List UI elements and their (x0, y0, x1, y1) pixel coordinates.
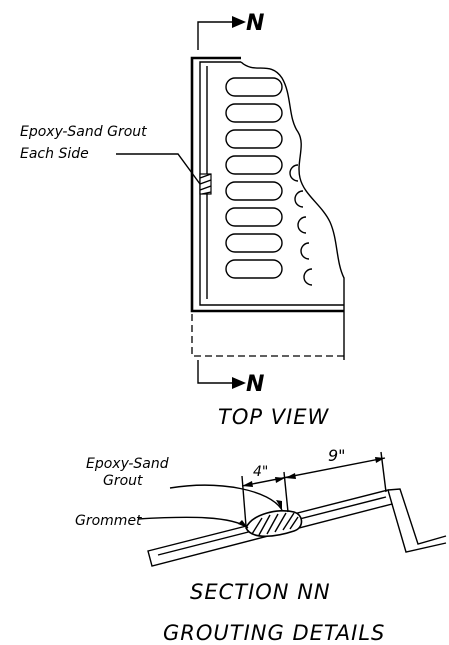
section-label-bottom: N (246, 372, 264, 397)
grommet-label: Grommet (75, 513, 142, 529)
section-grout-line1: Epoxy-Sand (86, 456, 169, 472)
grout-leader (116, 153, 201, 185)
section-label-top: N (246, 11, 264, 36)
grout-pad (199, 173, 212, 195)
plate-lip (387, 488, 447, 545)
panel-outline (190, 56, 348, 357)
section-arrow-top: N (197, 11, 264, 50)
slot-holes (225, 77, 313, 286)
top-view-caption: TOP VIEW (218, 405, 330, 429)
dim-4in: 4" (253, 464, 268, 480)
section-grout (245, 510, 303, 538)
section-view: 4" 9" Epoxy-Sand Grout Grommet SECTION N… (75, 446, 447, 604)
section-grout-leader (169, 484, 283, 511)
drawing-title: GROUTING DETAILS (163, 621, 385, 645)
dimension-lines (241, 451, 387, 527)
grommet-leader (137, 516, 249, 529)
top-view: N (20, 11, 348, 429)
section-grout-line2: Grout (103, 473, 143, 489)
break-line (240, 61, 345, 360)
section-caption: SECTION NN (190, 580, 331, 604)
grout-callout-line2: Each Side (20, 146, 89, 162)
dim-9in: 9" (328, 446, 346, 465)
section-arrow-bottom: N (197, 360, 264, 397)
grout-callout-line1: Epoxy-Sand Grout (20, 124, 147, 140)
